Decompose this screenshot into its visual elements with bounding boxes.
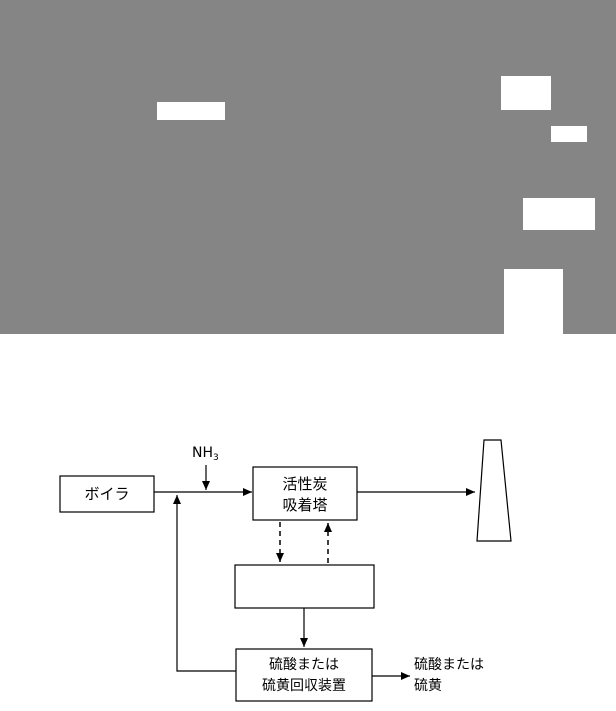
white-block-5 bbox=[504, 269, 563, 334]
white-block-4 bbox=[523, 198, 595, 230]
boiler-box bbox=[59, 475, 155, 513]
adsorber-label-line1: 活性炭 bbox=[282, 475, 327, 493]
boiler-label: ボイラ bbox=[84, 485, 129, 503]
white-block-1 bbox=[157, 102, 225, 120]
adsorber-box bbox=[252, 466, 358, 521]
recycle-line bbox=[173, 495, 236, 672]
recovery-label-line1: 硫酸または bbox=[269, 657, 339, 673]
recovery-box bbox=[235, 648, 373, 702]
product-label-line1: 硫酸または bbox=[414, 657, 484, 673]
white-block-2 bbox=[501, 76, 551, 110]
gray-panel bbox=[0, 0, 616, 334]
stack-chimney bbox=[476, 439, 512, 542]
product-label-line2: 硫黄 bbox=[414, 677, 442, 694]
adsorber-label-line2: 吸着塔 bbox=[282, 496, 327, 514]
white-block-3 bbox=[551, 126, 587, 142]
nh3-label: NH3 bbox=[192, 445, 219, 463]
regenerator-box bbox=[234, 564, 375, 609]
recovery-label-line2: 硫黄回収装置 bbox=[262, 677, 346, 694]
